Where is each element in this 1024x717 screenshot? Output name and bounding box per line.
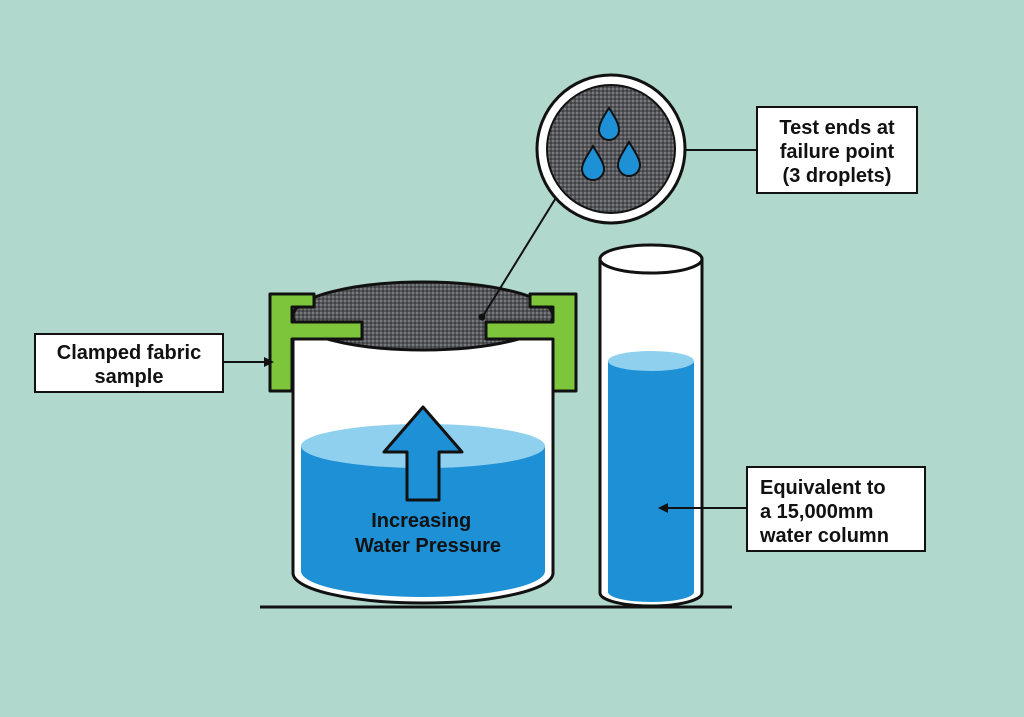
callout-water-column: Equivalent to a 15,000mm water column — [746, 466, 926, 552]
pressure-label-line2: Water Pressure — [355, 535, 501, 557]
callout-column-line2: a 15,000mm — [760, 501, 874, 523]
failure-point-marker — [478, 313, 486, 321]
callout-failure-line3: (3 droplets) — [782, 165, 892, 187]
tube-rim — [598, 243, 704, 275]
pressure-tank: Increasing Water Pressure — [291, 280, 555, 605]
callout-failure-line1: Test ends at — [779, 117, 895, 139]
callout-column-line3: water column — [760, 525, 889, 547]
magnifier-pointer-line — [482, 187, 563, 317]
clamp-left — [268, 292, 364, 393]
callout-column-line1: Equivalent to — [760, 477, 886, 499]
pressure-label-line1: Increasing — [371, 510, 471, 532]
callout-clamped-fabric-sample: Clamped fabric sample — [34, 333, 224, 393]
tank-water — [301, 446, 545, 597]
magnifier-view — [535, 73, 687, 225]
callout-clamped-line2: sample — [94, 366, 164, 388]
callout-failure-line2: failure point — [779, 141, 895, 163]
tube-water — [608, 361, 694, 602]
callout-clamped-line1: Clamped fabric — [56, 342, 202, 364]
droplet-icon — [616, 140, 642, 177]
callout-failure-point: Test ends at failure point (3 droplets) — [756, 106, 918, 194]
tube-water-surface — [608, 351, 694, 371]
droplet-icon — [597, 106, 621, 141]
droplet-icon — [580, 144, 606, 181]
clamp-right — [484, 292, 578, 393]
svg-text:Increasing Water Press: Increasing Water Pressure — [355, 510, 501, 557]
up-arrow-icon — [382, 405, 464, 502]
water-column-tube — [598, 243, 704, 608]
